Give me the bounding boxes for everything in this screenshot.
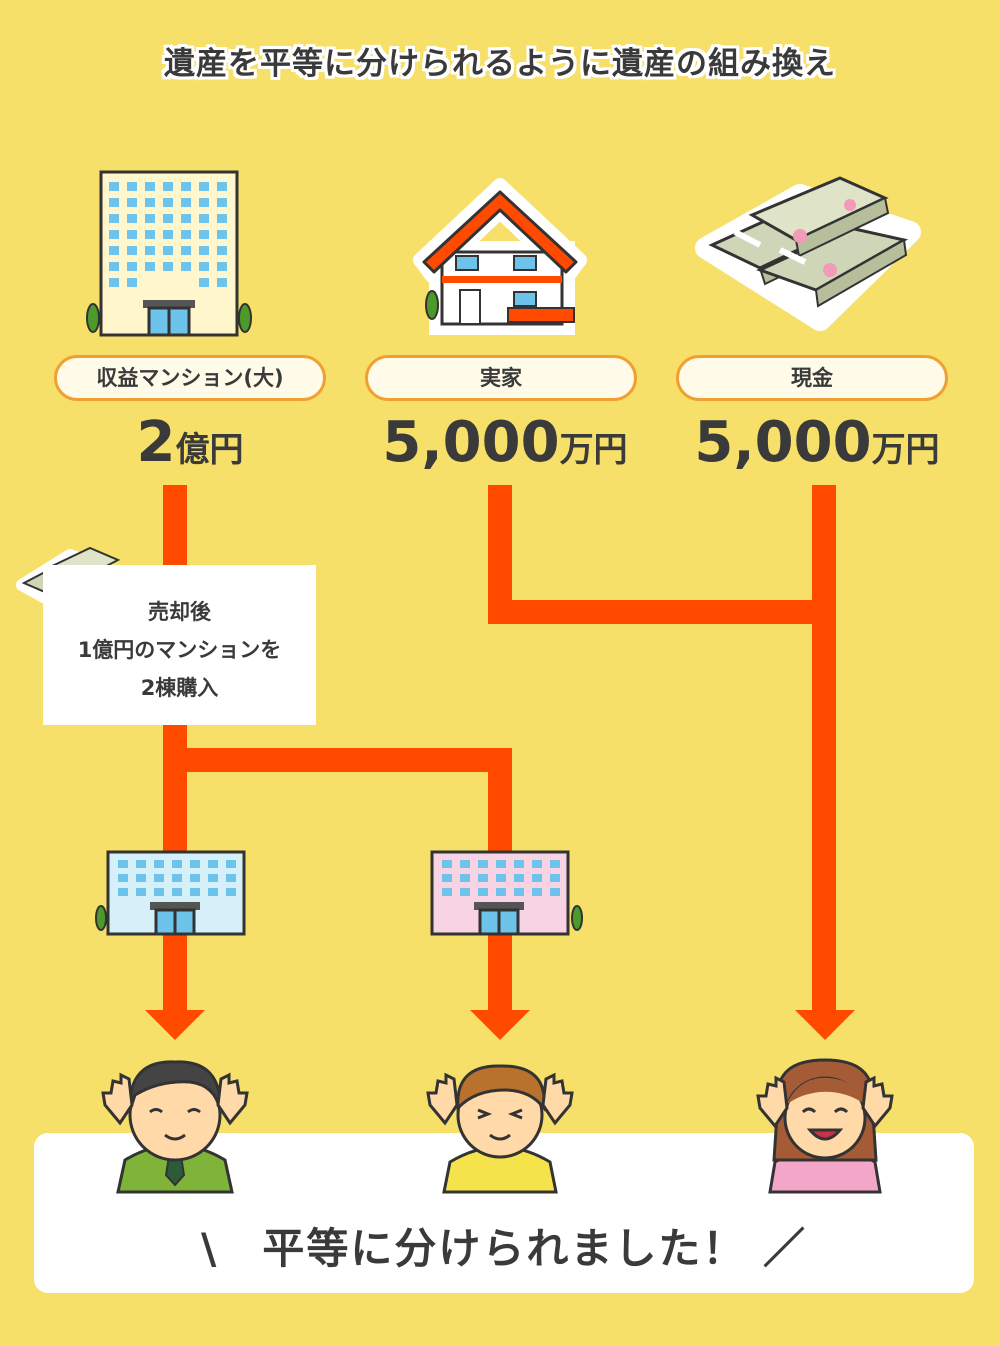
house-icon	[413, 178, 587, 335]
woman-pink-icon	[756, 1058, 894, 1194]
amount-unit: 万円	[559, 430, 628, 470]
asset-amount-cash: 5,000万円	[667, 410, 967, 475]
asset-amount-mansion: 2億円	[40, 410, 340, 475]
amount-unit: 億円	[175, 430, 244, 470]
asset-label-cash: 現金	[676, 355, 948, 401]
amount-value: 5,000	[382, 410, 560, 475]
result-message: \ 平等に分けられました！ ／	[201, 1224, 807, 1273]
man-yellow-icon	[426, 1064, 574, 1194]
asset-amount-home: 5,000万円	[355, 410, 655, 475]
asset-label-mansion: 収益マンション(大)	[54, 355, 326, 401]
note-line: 売却後	[148, 600, 211, 624]
cash-bundles-icon	[695, 176, 921, 331]
note-line: 1億円のマンションを	[77, 638, 282, 662]
blue-building-icon	[95, 850, 246, 936]
flow-lines	[145, 485, 855, 1040]
amount-value: 5,000	[694, 410, 872, 475]
note-line: 2棟購入	[140, 676, 219, 700]
note-box: 売却後 1億円のマンションを 2棟購入	[43, 565, 316, 725]
office-building-icon	[86, 170, 252, 337]
amount-value: 2	[136, 410, 176, 475]
pink-building-icon	[430, 850, 583, 936]
man-green-icon	[101, 1060, 249, 1194]
page-title: 遺産を平等に分けられるように遺産の組み換え	[164, 46, 836, 82]
amount-unit: 万円	[871, 430, 940, 470]
asset-label-home: 実家	[365, 355, 637, 401]
